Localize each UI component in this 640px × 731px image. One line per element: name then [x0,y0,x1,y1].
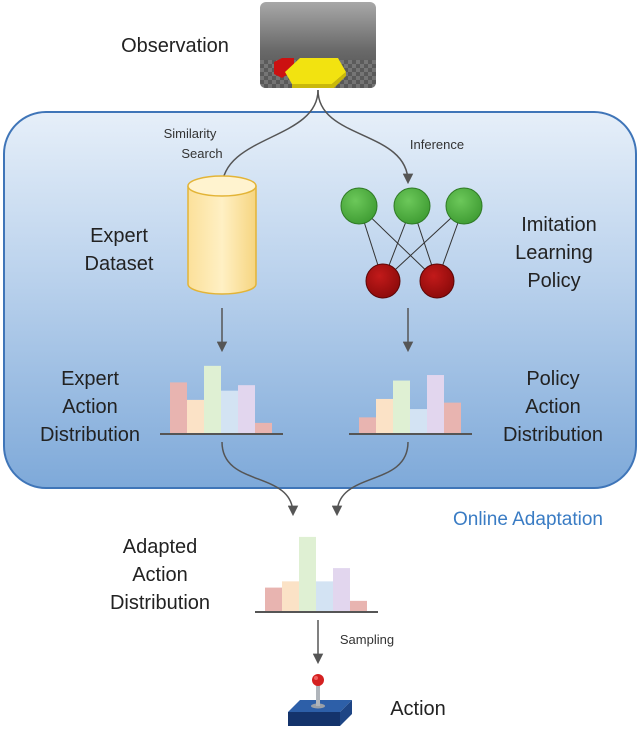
policy-bar-6 [444,402,461,433]
policy-bar-4 [410,409,427,433]
expert-dist-label-2: Action [62,396,118,418]
expert-dataset-cylinder [187,175,257,295]
input-node-3 [445,187,483,225]
il-policy-label-2: Learning [515,242,593,264]
expert-dataset-label-2: Dataset [85,253,154,275]
policy-bar-2 [376,398,393,433]
output-node-1 [365,263,401,299]
expert-bar-3 [204,365,221,433]
policy-action-histogram [349,375,472,435]
adapted-bar-4 [316,581,333,611]
action-label: Action [390,698,446,720]
output-node-2 [419,263,455,299]
adapted-action-histogram [255,536,378,613]
policy-dist-label-1: Policy [526,368,579,390]
expert-bar-4 [221,390,238,433]
policy-dist-label-2: Action [525,396,581,418]
arrow-obs-to-dataset [216,89,319,191]
expert-dist-label-1: Expert [61,368,119,390]
observation-label: Observation [121,35,229,57]
expert-action-histogram [160,365,283,435]
inference-label: Inference [410,137,464,152]
input-node-1 [340,187,378,225]
arrow-policy-to-adapted [331,441,409,517]
adapted-bar-6 [350,600,367,611]
adapted-dist-label-1: Adapted [123,536,198,558]
adapted-dist-label-3: Distribution [110,592,210,614]
il-policy-label-3: Policy [527,270,580,292]
online-adaptation-label: Online Adaptation [453,509,603,530]
expert-bar-5 [238,385,255,433]
expert-dist-label-3: Distribution [40,424,140,446]
policy-bar-3 [393,380,410,433]
expert-bar-6 [255,422,272,433]
adapted-bar-3 [299,536,316,611]
policy-network [340,187,483,299]
policy-bar-1 [359,417,376,433]
il-policy-label-1: Imitation [521,214,597,236]
policy-bar-5 [427,375,444,433]
policy-dist-label-3: Distribution [503,424,603,446]
observation-image [260,2,376,88]
adapted-bar-2 [282,581,299,611]
expert-bar-1 [170,382,187,433]
similarity-label-2: Search [181,146,222,161]
adapted-bar-5 [333,568,350,611]
arrow-expert-to-adapted [221,441,299,517]
adapted-dist-label-2: Action [132,564,188,586]
sampling-label: Sampling [340,632,394,647]
expert-dataset-label-1: Expert [90,225,148,247]
adapted-bar-1 [265,587,282,611]
expert-bar-2 [187,399,204,433]
arrow-obs-to-policy [317,89,414,185]
similarity-label-1: Similarity [164,126,217,141]
joystick-icon [288,674,352,726]
input-node-2 [393,187,431,225]
